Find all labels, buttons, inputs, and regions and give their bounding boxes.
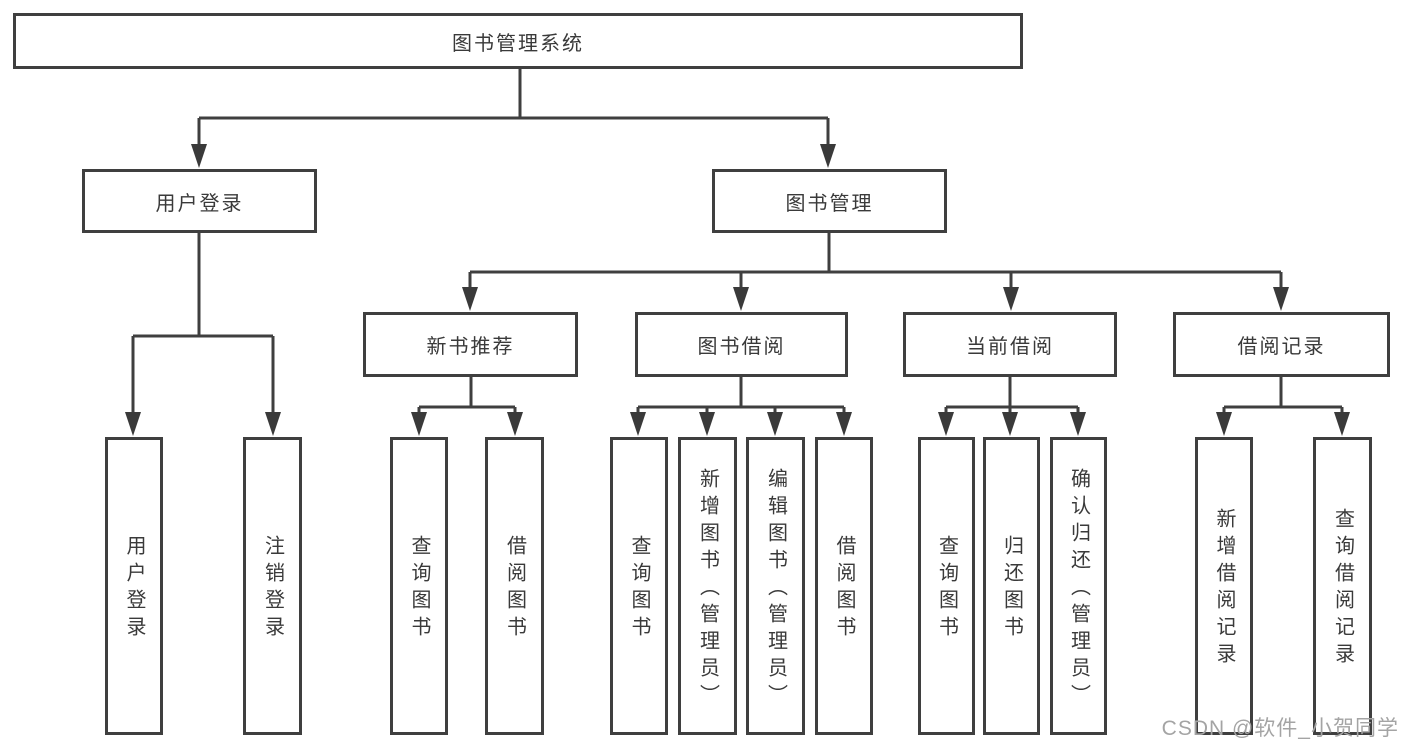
node-book-management: 图书管理 [712,169,947,233]
leaf-borrow-books: 借阅图书 [815,437,873,735]
leaf-add-borrow-record: 新增借阅记录 [1195,437,1253,735]
leaf-confirm-return-admin: 确认归还（管理员） [1050,437,1107,735]
leaf-logout: 注销登录 [243,437,302,735]
node-book-borrowing: 图书借阅 [635,312,848,377]
leaf-add-book-admin: 新增图书（管理员） [678,437,737,735]
node-borrow-records: 借阅记录 [1173,312,1390,377]
leaf-edit-book-admin: 编辑图书（管理员） [746,437,805,735]
csdn-watermark: CSDN @软件_小贺同学 [1161,717,1399,740]
leaf-query-books-recommend: 查询图书 [390,437,448,735]
leaf-query-borrow-record: 查询借阅记录 [1313,437,1372,735]
leaf-user-login: 用户登录 [105,437,163,735]
leaf-query-books-borrowing: 查询图书 [610,437,668,735]
node-library-management-system: 图书管理系统 [13,13,1023,69]
leaf-borrow-books-recommend: 借阅图书 [485,437,544,735]
node-current-borrowing: 当前借阅 [903,312,1117,377]
leaf-return-book: 归还图书 [983,437,1040,735]
leaf-query-books-current: 查询图书 [918,437,975,735]
node-user-login: 用户登录 [82,169,317,233]
node-new-book-recommend: 新书推荐 [363,312,578,377]
